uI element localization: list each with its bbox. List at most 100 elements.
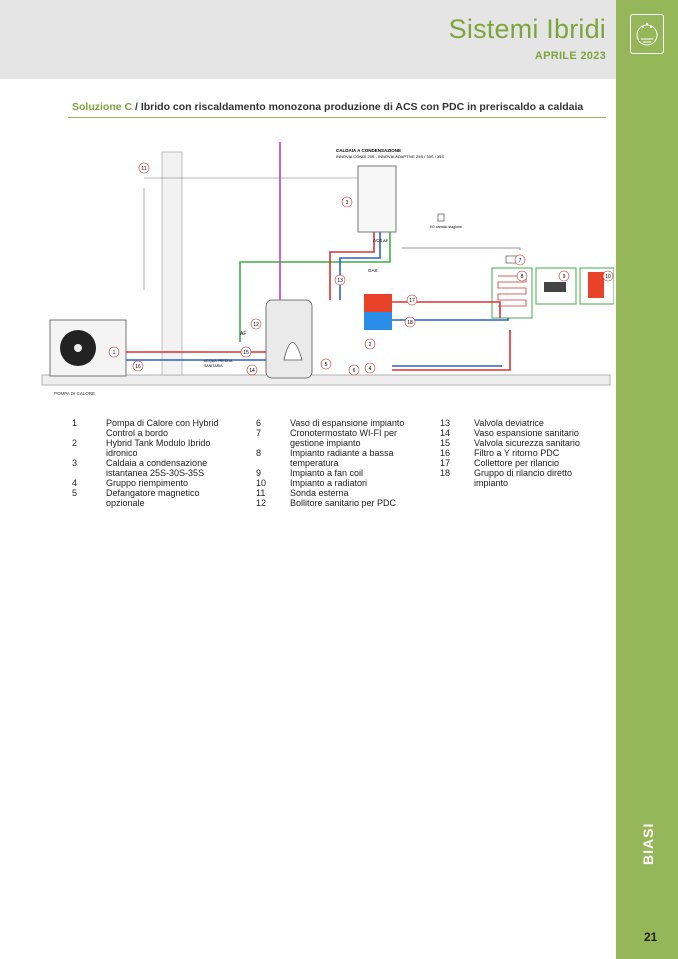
legend-item: 1 Pompa di Calore con Hybrid Control a bo… — [72, 418, 224, 438]
legend-number: 17 — [440, 458, 451, 468]
marker-18: 18 — [404, 316, 416, 328]
marker-13: 13 — [334, 274, 346, 286]
svg-text:1: 1 — [113, 350, 116, 356]
marker-7: 7 — [514, 254, 526, 266]
seasonal-label: I/O cambio stagione — [430, 225, 462, 229]
legend-number: 10 — [256, 478, 267, 488]
legend-number: 9 — [256, 468, 262, 478]
legend-number: 6 — [256, 418, 262, 428]
marker-2: 2 — [364, 338, 376, 350]
legend-item: 18 Gruppo di rilancio diretto impianto — [440, 468, 592, 488]
marker-14: 14 — [246, 364, 258, 376]
svg-text:17: 17 — [409, 298, 415, 304]
legend-number: 2 — [72, 438, 78, 448]
solution-text: / Ibrido con riscaldamento monozona prod… — [132, 101, 584, 113]
legend-text: Hybrid Tank Modulo Ibrido idronico — [106, 438, 211, 458]
marker-15: 15 — [240, 346, 252, 358]
legend-item: 12 Bollitore sanitario per PDC — [256, 498, 408, 508]
page-title: Sistemi Ibridi — [448, 14, 606, 44]
marker-3: 3 — [341, 196, 353, 208]
hybrid-module-top — [364, 294, 392, 312]
legend-text: Impianto radiante a bassa temperatura — [290, 448, 394, 468]
legend-text: Vaso di espansione impianto — [290, 418, 405, 428]
marker-9: 9 — [558, 270, 570, 282]
marker-16: 16 — [132, 360, 144, 372]
solution-label: Soluzione C — [72, 101, 133, 113]
gas-label: GAS — [368, 268, 378, 273]
legend-number: 12 — [256, 498, 267, 508]
wall — [161, 151, 183, 376]
seasonal-switch — [437, 213, 445, 222]
legend-number: 15 — [440, 438, 451, 448]
legend-column-2: 6 Vaso di espansione impianto 7 Cronotermo… — [256, 418, 408, 508]
legend-text: Cronotermostato WI-FI per gestione impia… — [290, 428, 398, 448]
hybrid-module-bottom — [364, 312, 392, 330]
svg-text:5: 5 — [325, 362, 328, 368]
legend-text: Filtro a Y ritorno PDC — [474, 448, 560, 458]
brand-logo: BIASI — [640, 822, 656, 865]
legend-column-1: 1 Pompa di Calore con Hybrid Control a bo… — [72, 418, 224, 508]
af-label: AF — [240, 331, 246, 337]
svg-text:14: 14 — [249, 368, 255, 374]
svg-text:18: 18 — [407, 320, 413, 326]
legend-text: Valvola deviatrice — [474, 418, 544, 428]
marker-10: 10 — [602, 270, 614, 282]
page-number: 21 — [644, 930, 658, 944]
svg-text:12: 12 — [253, 322, 259, 328]
legend-number: 14 — [440, 428, 451, 438]
legend-number: 5 — [72, 488, 78, 498]
marker-12: 12 — [250, 318, 262, 330]
coldwater-label-2: SANITARIA — [204, 364, 223, 368]
marker-5: 5 — [320, 358, 332, 370]
heat-pump-label: POMPA DI CALORE — [54, 391, 95, 396]
hybrid-system-icon — [630, 14, 664, 54]
legend-text: Pompa di Calore con Hybrid Control a bor… — [106, 418, 219, 438]
legend-text: Sonda esterna — [290, 488, 349, 498]
svg-text:6: 6 — [353, 368, 356, 374]
legend-text: Gruppo di rilancio diretto impianto — [474, 468, 573, 488]
legend-item: 2 Hybrid Tank Modulo Ibrido idronico — [72, 438, 224, 458]
svg-text:9: 9 — [563, 274, 566, 280]
legend-number: 18 — [440, 468, 451, 478]
svg-text:16: 16 — [135, 364, 141, 370]
legend-item: 8 Impianto radiante a bassa temperatura — [256, 448, 408, 468]
svg-text:3: 3 — [346, 200, 349, 206]
svg-text:15: 15 — [243, 350, 249, 356]
legend-number: 16 — [440, 448, 451, 458]
hydraulic-diagram: POMPA DI CALORE CALDAIA A CONDENSAZIONE … — [41, 142, 614, 396]
legend-text: Bollitore sanitario per PDC — [290, 498, 397, 508]
marker-17: 17 — [406, 294, 418, 306]
legend-text: Collettore per rilancio — [474, 458, 560, 468]
legend-text: Gruppo riempimento — [106, 478, 189, 488]
svg-text:11: 11 — [141, 166, 146, 172]
svg-text:10: 10 — [605, 274, 611, 280]
legend-text: Impianto a radiatori — [290, 478, 368, 488]
svg-text:13: 13 — [337, 278, 343, 284]
boiler-label-2: INNOVIA CONDI 25S - INNOVIA ADAPTIVE 25S… — [336, 154, 444, 159]
legend-number: 13 — [440, 418, 451, 428]
marker-8: 8 — [516, 270, 528, 282]
legend-number: 8 — [256, 448, 262, 458]
svg-text:2: 2 — [369, 342, 372, 348]
issue-date: APRILE 2023 — [534, 50, 606, 62]
legend-text: Valvola sicurezza sanitario — [474, 438, 580, 448]
legend-item: 15 Valvola sicurezza sanitario — [440, 438, 592, 448]
legend-item: 11 Sonda esterna — [256, 488, 408, 498]
legend-number: 11 — [256, 488, 266, 498]
acs-label: ACS — [373, 238, 382, 243]
svg-text:8: 8 — [521, 274, 524, 280]
legend-item: 17 Collettore per rilancio — [440, 458, 592, 468]
legend-number: 7 — [256, 428, 262, 438]
floor-slab — [41, 374, 611, 386]
legend-text: Impianto a fan coil — [290, 468, 364, 478]
marker-11: 11 — [138, 162, 150, 174]
legend-text: Defangatore magnetico opzionale — [106, 488, 200, 508]
legend-number: 3 — [72, 458, 78, 468]
legend-number: 1 — [72, 418, 78, 428]
af-top-label: AF — [383, 238, 389, 243]
svg-text:7: 7 — [519, 258, 522, 264]
